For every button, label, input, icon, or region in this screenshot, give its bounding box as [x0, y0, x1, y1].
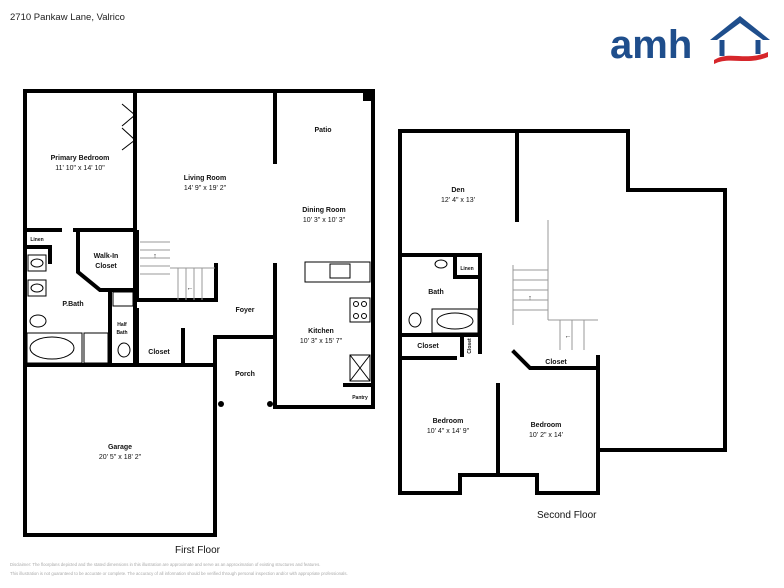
- svg-text:amh: amh: [610, 23, 692, 67]
- room-garage-dims: 20' 5" x 18' 2": [99, 454, 142, 461]
- room-den-dims: 12' 4" x 13': [441, 197, 475, 204]
- second-floor-walls: [398, 129, 727, 495]
- room-porch: Porch: [235, 371, 255, 378]
- first-floor-label: First Floor: [175, 545, 220, 556]
- room-half-bath: Half: [117, 322, 127, 328]
- room-primary-bedroom: Primary Bedroom: [51, 155, 110, 162]
- disclaimer-line-2: This illustration is not guaranteed to b…: [10, 571, 348, 576]
- stair-left-arrow-icon-2: ←: [565, 333, 572, 340]
- property-address: 2710 Pankaw Lane, Valrico: [10, 12, 125, 23]
- room-closet: Closet: [148, 349, 170, 356]
- room-living-room-dims: 14' 9" x 19' 2": [184, 185, 227, 192]
- room-dining-room: Dining Room: [302, 207, 346, 214]
- stair-up-arrow-icon: ↑: [153, 253, 157, 260]
- room-walk-in-closet: Walk-In: [94, 253, 119, 260]
- room-walk-in-closet-line2: Closet: [95, 263, 117, 270]
- stair-left-arrow-icon: ←: [187, 285, 194, 292]
- room-bedroom-1-dims: 10' 4" x 14' 9": [427, 428, 470, 435]
- room-linen: Linen: [30, 237, 43, 243]
- first-floor-fixtures: ↑ ←: [26, 103, 375, 387]
- disclaimer-line-1: Disclaimer: The floorplans depicted and …: [10, 562, 321, 567]
- room-bedroom-2: Bedroom: [531, 422, 562, 429]
- room-bedroom-1: Bedroom: [433, 418, 464, 425]
- room-bath: Bath: [428, 289, 444, 296]
- second-floor-label: Second Floor: [537, 510, 597, 521]
- room-primary-bedroom-dims: 11' 10" x 14' 10": [55, 165, 105, 172]
- room-patio: Patio: [314, 127, 331, 134]
- amh-logo: amh: [610, 16, 770, 67]
- first-floor-labels: Primary Bedroom 11' 10" x 14' 10" Living…: [30, 127, 368, 461]
- stair-up-arrow-icon-2: ↑: [528, 295, 532, 302]
- room-p-bath: P.Bath: [62, 301, 83, 308]
- room-kitchen-dims: 10' 3" x 15' 7": [300, 338, 343, 345]
- room-dining-room-dims: 10' 3" x 10' 3": [303, 217, 346, 224]
- second-floor-labels: Den 12' 4" x 13' Bath Linen Closet Close…: [417, 187, 567, 439]
- room-garage: Garage: [108, 444, 132, 451]
- room-den: Den: [451, 187, 464, 194]
- room-linen-2: Linen: [460, 266, 473, 272]
- room-closet-2: Closet: [545, 359, 567, 366]
- room-half-bath-line2: Bath: [116, 330, 127, 336]
- room-pantry: Pantry: [352, 395, 368, 401]
- room-living-room: Living Room: [184, 175, 226, 182]
- room-foyer: Foyer: [235, 307, 254, 314]
- room-kitchen: Kitchen: [308, 328, 334, 335]
- room-closet-1: Closet: [417, 343, 439, 350]
- room-closet-small: Closet: [467, 338, 473, 354]
- first-floor-walls: [23, 89, 375, 537]
- room-bedroom-2-dims: 10' 2" x 14': [529, 432, 563, 439]
- second-floor-fixtures: ↑ ←: [408, 220, 598, 350]
